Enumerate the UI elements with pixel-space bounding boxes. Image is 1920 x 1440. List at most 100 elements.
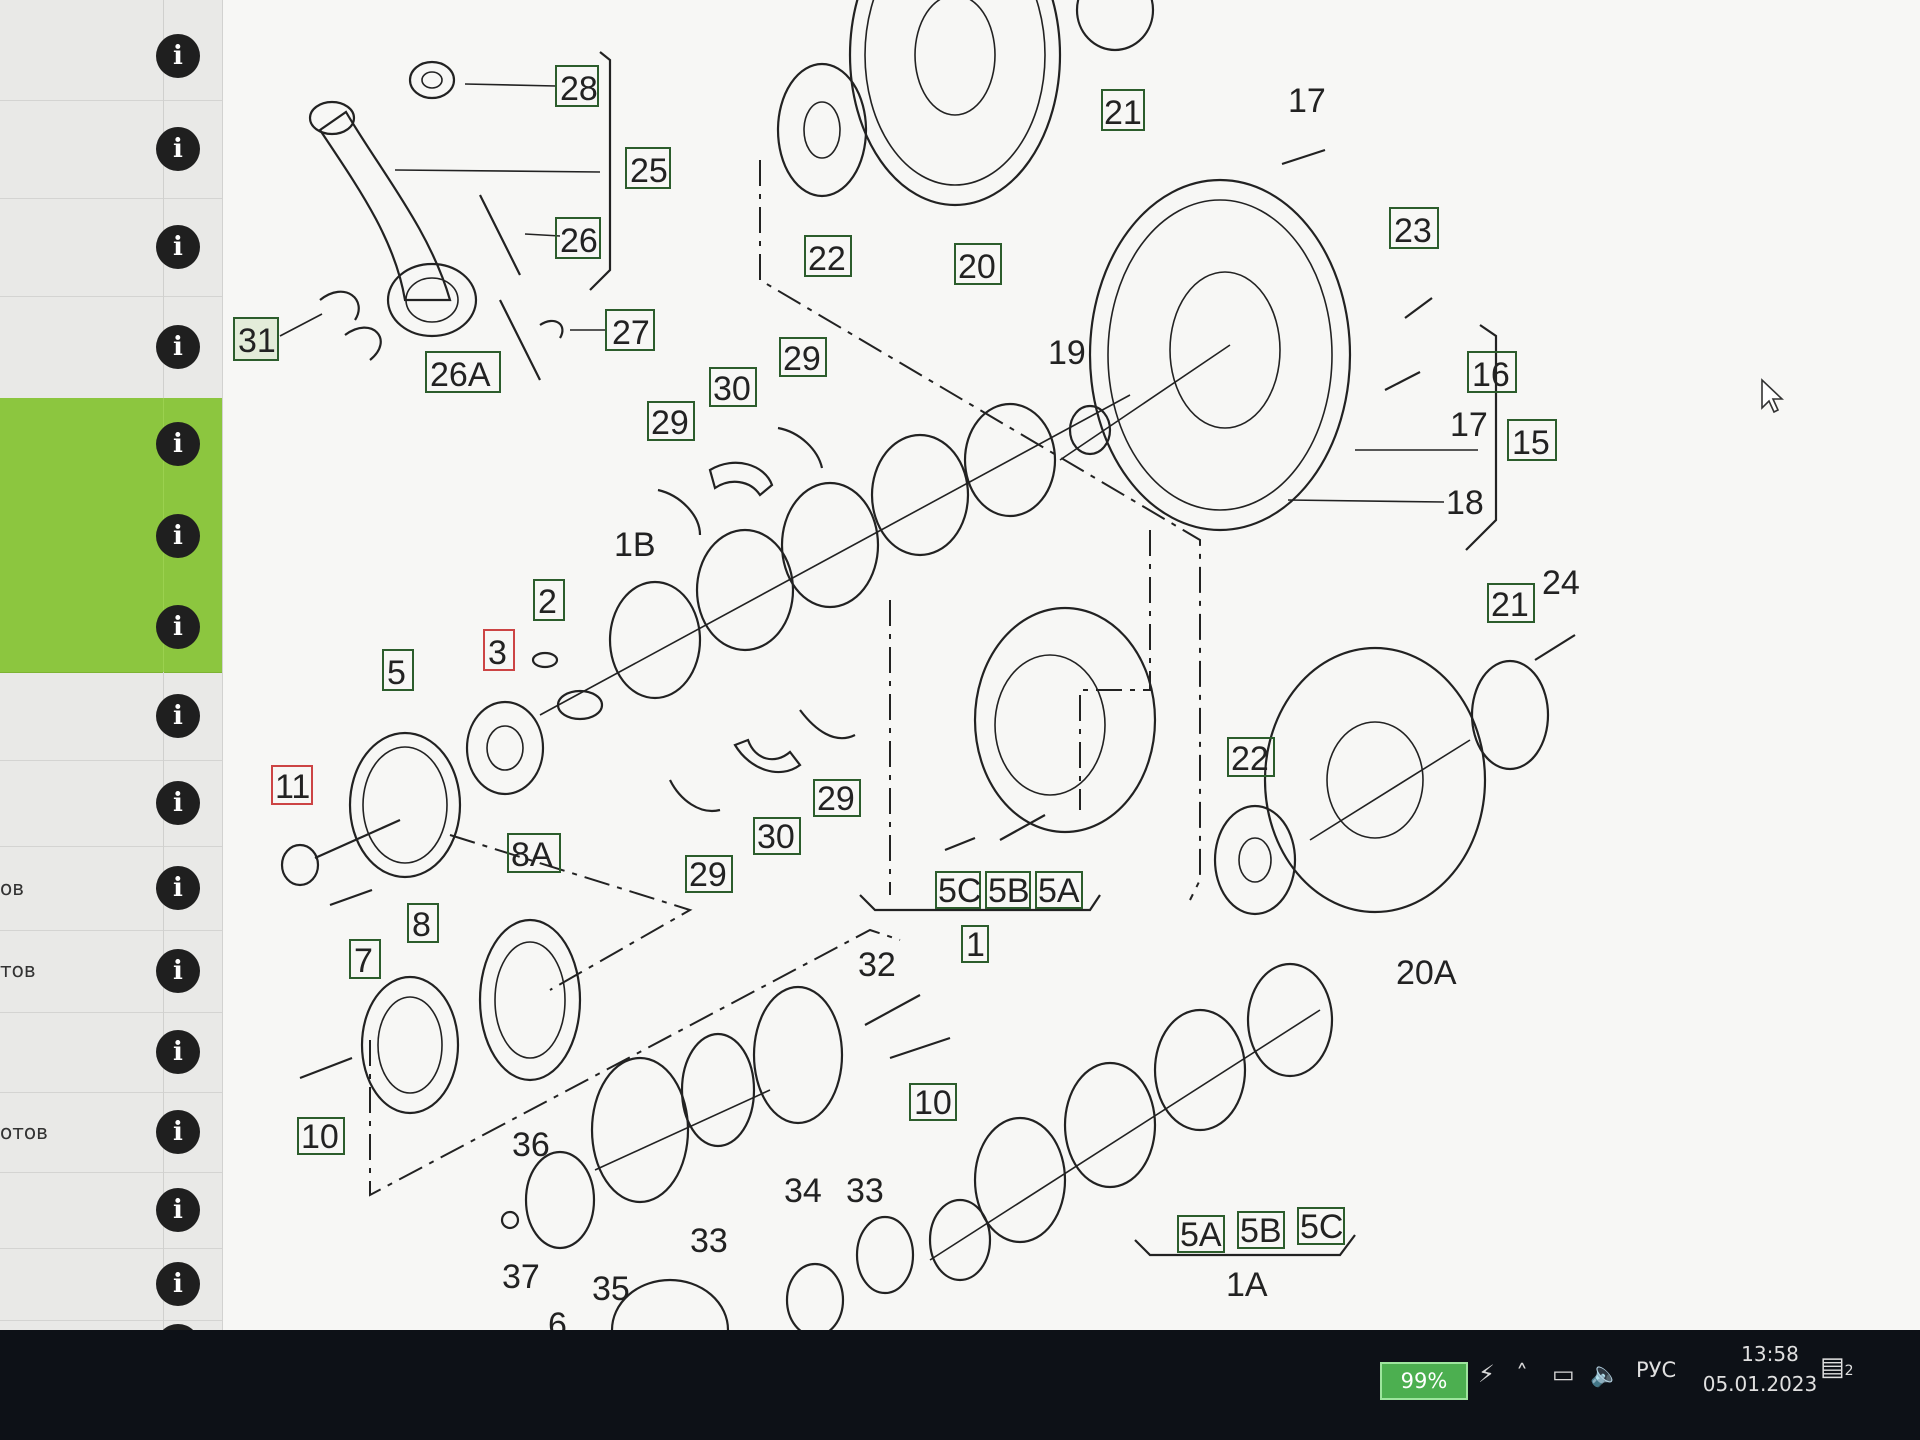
callout-box-8	[407, 903, 439, 943]
list-item[interactable]: i	[0, 1248, 222, 1321]
language-indicator[interactable]: РУС	[1636, 1358, 1677, 1382]
damper-8a-inner	[494, 941, 566, 1059]
callout-25[interactable]: 25	[630, 152, 668, 190]
callout-box-5a	[1035, 871, 1083, 909]
drive-plate-axis	[1309, 739, 1471, 841]
callout-27[interactable]: 27	[612, 314, 650, 352]
callout-36[interactable]: 36	[512, 1126, 550, 1164]
callout-29a[interactable]: 29	[651, 404, 689, 442]
info-icon[interactable]: i	[156, 605, 200, 649]
clock-date[interactable]: 05.01.2023	[1702, 1372, 1818, 1396]
callout-30a[interactable]: 30	[713, 370, 751, 408]
callout-5c[interactable]: 5C	[938, 872, 981, 910]
battery-indicator[interactable]: 99%	[1380, 1362, 1468, 1400]
info-icon[interactable]: i	[156, 127, 200, 171]
callout-21b[interactable]: 21	[1491, 586, 1529, 624]
callout-26a[interactable]: 26A	[430, 356, 491, 394]
callout-31[interactable]: 31	[238, 322, 276, 360]
callout-29d[interactable]: 29	[689, 856, 727, 894]
callout-28[interactable]: 28	[560, 70, 598, 108]
info-icon[interactable]: i	[156, 1030, 200, 1074]
callout-26[interactable]: 26	[560, 222, 598, 260]
list-item[interactable]: i	[0, 672, 222, 761]
callout-5b[interactable]: 5B	[988, 872, 1030, 910]
callout-35[interactable]: 35	[592, 1270, 630, 1308]
info-icon[interactable]: i	[156, 781, 200, 825]
crank-1a-flange	[1246, 962, 1334, 1078]
callout-1[interactable]: 1	[966, 926, 985, 964]
clock-time[interactable]: 13:58	[1741, 1342, 1799, 1366]
callout-5b2[interactable]: 5B	[1240, 1212, 1282, 1250]
info-icon[interactable]: i	[156, 866, 200, 910]
network-icon[interactable]: ▭	[1552, 1360, 1575, 1388]
info-icon[interactable]: i	[156, 225, 200, 269]
info-icon[interactable]: i	[156, 694, 200, 738]
callout-2[interactable]: 2	[538, 583, 557, 621]
callout-37[interactable]: 37	[502, 1258, 540, 1296]
list-item-selected[interactable]: i	[0, 398, 222, 491]
callout-10a[interactable]: 10	[301, 1118, 339, 1156]
info-icon[interactable]: i	[156, 949, 200, 993]
callout-11[interactable]: 11	[275, 768, 310, 806]
callout-5c2[interactable]: 5C	[1300, 1208, 1343, 1246]
info-icon[interactable]: i	[156, 1188, 200, 1232]
notification-icon[interactable]: ▤2	[1820, 1352, 1854, 1382]
info-icon[interactable]: i	[156, 514, 200, 558]
callout-17a[interactable]: 17	[1288, 82, 1326, 120]
info-icon[interactable]: i	[156, 1262, 200, 1306]
conrod-big-end	[386, 262, 478, 338]
list-item[interactable]: i	[0, 198, 222, 297]
info-icon[interactable]: i	[156, 325, 200, 369]
list-item[interactable]: i	[0, 296, 222, 399]
callout-29c[interactable]: 29	[817, 780, 855, 818]
callout-box-20	[954, 243, 1002, 285]
list-item[interactable]: i	[0, 1012, 222, 1093]
info-icon[interactable]: i	[156, 1110, 200, 1154]
list-item[interactable]: i	[0, 760, 222, 847]
callout-8[interactable]: 8	[412, 906, 431, 944]
callout-5a[interactable]: 5A	[1038, 872, 1080, 910]
callout-23[interactable]: 23	[1394, 212, 1432, 250]
info-icon[interactable]: i	[156, 34, 200, 78]
list-item[interactable]: отов i	[0, 1092, 222, 1173]
callout-5[interactable]: 5	[387, 654, 406, 692]
callout-10b[interactable]: 10	[914, 1084, 952, 1122]
callout-20[interactable]: 20	[958, 248, 996, 286]
callout-7[interactable]: 7	[354, 942, 373, 980]
callout-8a[interactable]: 8A	[511, 836, 553, 874]
list-item[interactable]: i	[0, 100, 222, 199]
list-item-selected[interactable]: i	[0, 490, 222, 583]
callout-15[interactable]: 15	[1512, 424, 1550, 462]
callout-22a[interactable]: 22	[808, 240, 846, 278]
callout-24[interactable]: 24	[1542, 564, 1580, 602]
callout-19[interactable]: 19	[1048, 334, 1086, 372]
bracket-15	[1465, 324, 1498, 551]
info-icon[interactable]: i	[156, 422, 200, 466]
callout-34[interactable]: 34	[784, 1172, 822, 1210]
callout-21a[interactable]: 21	[1104, 94, 1142, 132]
callout-22b[interactable]: 22	[1231, 740, 1269, 778]
callout-1b[interactable]: 1B	[614, 526, 656, 564]
list-item-label: отов	[0, 1120, 48, 1144]
callout-30b[interactable]: 30	[757, 818, 795, 856]
list-item[interactable]: i	[0, 1172, 222, 1249]
callout-3[interactable]: 3	[488, 634, 507, 672]
list-item-selected[interactable]: i	[0, 582, 222, 673]
volume-icon[interactable]: 🔈	[1590, 1360, 1620, 1388]
callout-33b[interactable]: 33	[846, 1172, 884, 1210]
callout-20a[interactable]: 20A	[1396, 954, 1457, 992]
callout-29b[interactable]: 29	[783, 340, 821, 378]
callout-16[interactable]: 16	[1472, 356, 1510, 394]
callout-18[interactable]: 18	[1446, 484, 1484, 522]
callout-33a[interactable]: 33	[690, 1222, 728, 1260]
callout-17b[interactable]: 17	[1450, 406, 1488, 444]
list-item[interactable]: i	[0, 0, 222, 101]
plug-icon[interactable]: ⚡	[1478, 1360, 1495, 1388]
callout-1a[interactable]: 1A	[1226, 1266, 1268, 1304]
callout-5a2[interactable]: 5A	[1180, 1216, 1222, 1254]
chevron-up-icon[interactable]: ˄	[1516, 1360, 1528, 1388]
bracket-1	[859, 894, 1101, 912]
callout-32[interactable]: 32	[858, 946, 896, 984]
